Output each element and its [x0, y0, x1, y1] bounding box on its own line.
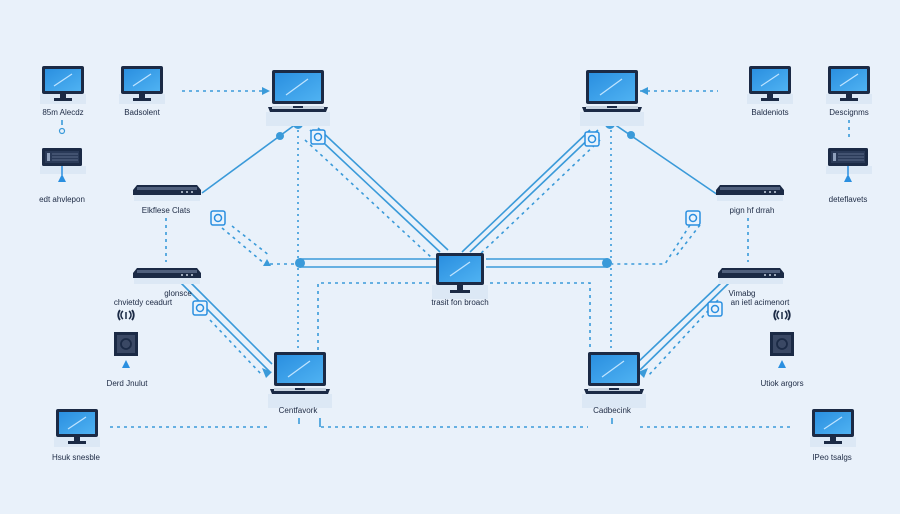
monitor-icon[interactable]: [40, 66, 86, 104]
node-label: Hsuk snesble: [51, 453, 101, 462]
link-switch-l1-to-center-b: [231, 225, 271, 257]
node-label: an ietl acimenort: [730, 298, 790, 307]
link-laptop-tr-to-center-a: [461, 129, 591, 253]
node-label: 85m Alecdz: [42, 108, 84, 117]
connections: [61, 90, 850, 428]
server-panel-icon[interactable]: [40, 148, 86, 182]
arrowhead-up-icon: [263, 259, 271, 266]
laptop-icon[interactable]: [580, 70, 644, 126]
laptop-icon[interactable]: [266, 70, 330, 126]
node-label: chvietdy ceadurt: [113, 298, 173, 307]
switch-icon[interactable]: [133, 268, 201, 284]
node-label: Derd Jnulut: [106, 379, 148, 388]
node-label: deteflavets: [828, 195, 868, 204]
link-laptop-tr-to-center-b: [469, 129, 599, 253]
link-laptop-tl-to-center-b: [317, 127, 449, 251]
node-label: glonsce: [164, 289, 192, 298]
link-switch-r1-to-center-b: [675, 224, 701, 257]
laptop-icon[interactable]: [268, 352, 332, 408]
node-label: Vimabg: [728, 289, 756, 298]
node-label: Utiok argors: [760, 379, 804, 388]
link-switch-r2-to-laptop-br-dashed: [647, 299, 719, 377]
node-label: Baldeniots: [751, 108, 789, 117]
link-switch-l2-to-laptop-bl-b: [187, 279, 273, 365]
node-label: Cadbecink: [593, 406, 631, 415]
monitor-icon[interactable]: [54, 409, 100, 447]
link-switch-r1-to-center: [612, 224, 691, 265]
junction-laptop-tl-left-icon: [276, 132, 284, 140]
link-switch-r2-to-laptop-br-b: [635, 281, 723, 365]
link-center-dashed-rect: [317, 282, 432, 350]
link-laptop-tl-to-center-dashed: [304, 139, 433, 259]
port-icon: [310, 129, 326, 145]
laptop-icon[interactable]: [582, 352, 646, 408]
junction-laptop-tr-right-icon: [627, 131, 635, 139]
wireless-device-icon[interactable]: [114, 309, 138, 368]
port-icon: [685, 210, 701, 226]
link-switch-l2-to-laptop-bl-a: [179, 281, 271, 373]
wireless-device-icon[interactable]: [770, 309, 794, 368]
link-center-dashed-rect-right: [490, 282, 591, 350]
junction-center-left-icon: [295, 258, 305, 268]
node-label: Elkflese Clats: [141, 206, 191, 215]
node-label: edt ahvlepon: [39, 195, 85, 204]
connector-dot-icon: [58, 127, 66, 135]
monitor-icon[interactable]: [119, 66, 165, 104]
link-laptop-tl-to-center-a: [309, 129, 441, 253]
switch-icon[interactable]: [716, 185, 784, 201]
switch-icon[interactable]: [133, 185, 201, 201]
monitor-icon[interactable]: [747, 66, 793, 104]
center-monitor-icon[interactable]: [432, 253, 488, 299]
switch-icon[interactable]: [718, 268, 784, 284]
port-icon: [707, 301, 723, 317]
arrowhead-right-icon: [262, 87, 270, 95]
node-label: Descignms: [829, 108, 869, 117]
node-label: Badsolent: [124, 108, 160, 117]
server-panel-icon[interactable]: [826, 148, 872, 182]
link-switch-l2-to-laptop-bl-dashed: [209, 319, 263, 376]
monitor-icon[interactable]: [810, 409, 856, 447]
port-icons: [192, 129, 723, 317]
link-switch-l1-to-center-a: [221, 227, 266, 265]
monitor-icon[interactable]: [826, 66, 872, 104]
link-switch-r2-to-laptop-br-a: [639, 281, 731, 371]
node-label: IPeo tsalgs: [812, 453, 852, 462]
link-laptop-tr-to-center-dashed: [475, 139, 601, 259]
port-icon: [210, 210, 226, 226]
port-icon: [192, 300, 208, 316]
node-label: trasit fon broach: [431, 298, 489, 307]
node-label: pign hf drrah: [729, 206, 775, 215]
node-label: Centfavork: [278, 406, 318, 415]
arrowhead-into-laptop-br-icon: [638, 368, 648, 378]
junction-center-right-icon: [602, 258, 612, 268]
port-icon: [584, 131, 600, 147]
arrowhead-into-laptop-bl-icon: [262, 368, 272, 378]
arrowhead-left-icon: [640, 87, 648, 95]
